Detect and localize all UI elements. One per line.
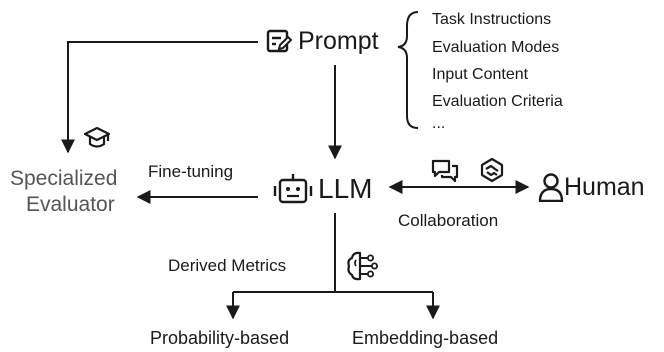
human-label: Human bbox=[564, 173, 645, 201]
derived-metrics-label: Derived Metrics bbox=[168, 256, 287, 275]
llm-label: LLM bbox=[318, 173, 373, 204]
graduation-cap-icon bbox=[84, 126, 110, 148]
evaluator-label-line1: Specialized bbox=[10, 167, 118, 190]
prompt-label: Prompt bbox=[298, 27, 379, 55]
prompt-component: ... bbox=[432, 115, 446, 132]
fine-tuning-label: Fine-tuning bbox=[148, 162, 234, 181]
embedding-based-label: Embedding-based bbox=[352, 328, 499, 348]
person-icon bbox=[538, 173, 564, 202]
handshake-icon bbox=[480, 157, 504, 183]
edit-note-icon bbox=[266, 29, 292, 53]
arrow-prompt-to-evaluator bbox=[61, 41, 258, 154]
prompt-component: Evaluation Modes bbox=[432, 39, 560, 56]
probability-based-label: Probability-based bbox=[150, 328, 290, 348]
prompt-component: Input Content bbox=[432, 66, 529, 83]
robot-icon bbox=[273, 174, 313, 204]
collaboration-label: Collaboration bbox=[398, 211, 499, 230]
prompt-component: Evaluation Criteria bbox=[432, 93, 563, 110]
brain-circuit-icon bbox=[347, 251, 378, 281]
prompt-component: Task Instructions bbox=[432, 11, 552, 28]
evaluator-label-line2: Evaluator bbox=[26, 193, 115, 216]
chat-icon bbox=[431, 159, 459, 183]
components-brace bbox=[397, 11, 419, 129]
